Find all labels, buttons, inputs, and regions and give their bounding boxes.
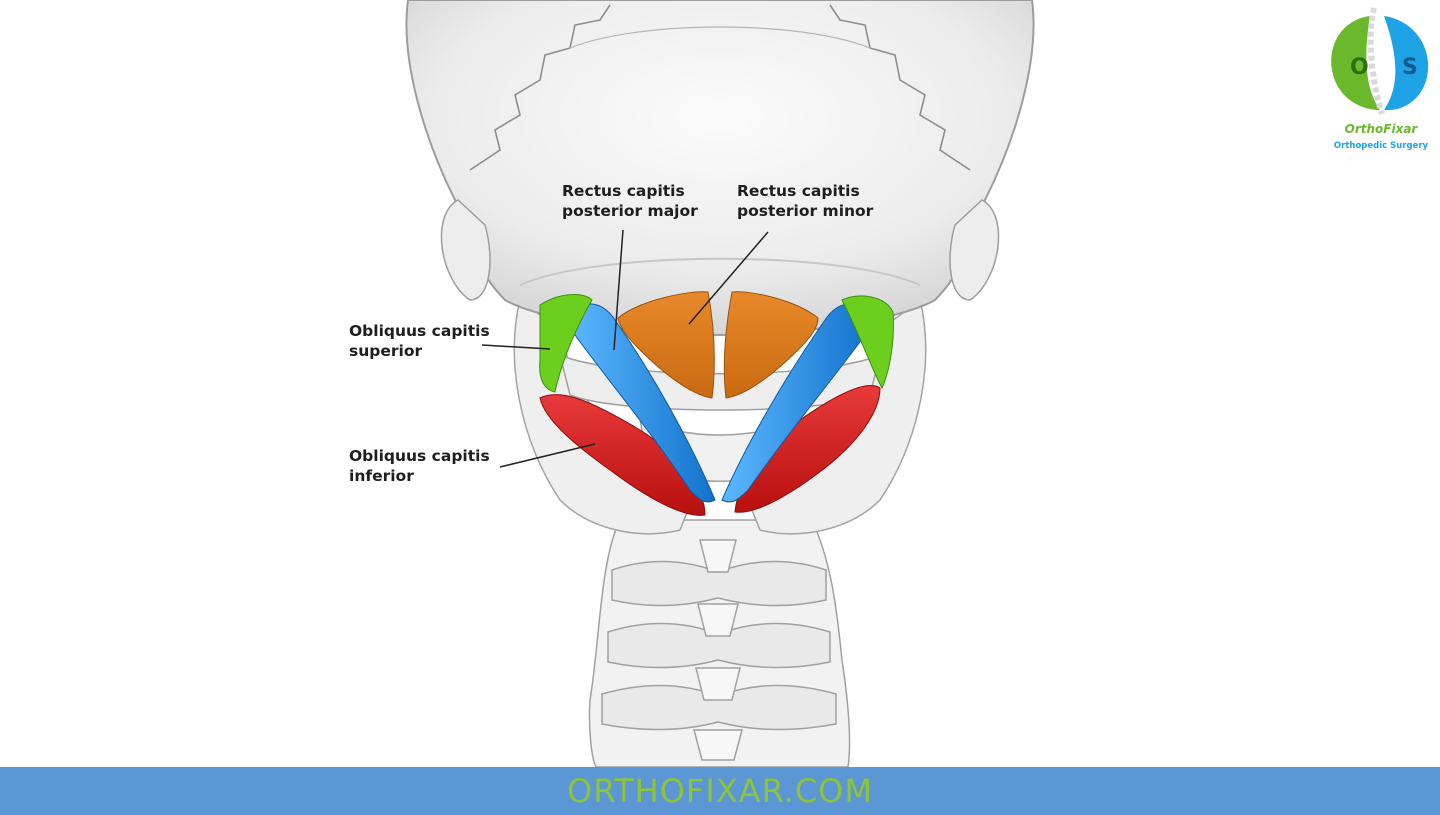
label-line-2: posterior minor <box>737 202 874 220</box>
logo-mark: O S <box>1331 7 1429 115</box>
cervical-spine <box>588 519 851 768</box>
skull <box>405 0 1035 482</box>
rectus-capitis-posterior-minor-muscles <box>617 291 819 399</box>
label-line-1: Obliquus capitis <box>349 322 490 340</box>
footer-website-link[interactable]: ORTHOFIXAR.COM <box>567 772 873 810</box>
logo-right-letter: S <box>1402 55 1418 80</box>
label-obliquus-capitis-inferior: Obliquus capitis inferior <box>349 446 490 486</box>
leader-lines <box>481 229 769 468</box>
logo-left-letter: O <box>1350 55 1369 80</box>
label-line-2: inferior <box>349 467 414 485</box>
leader-line-rcp-major <box>613 229 624 351</box>
orthofixar-logo: O S OrthoFixar Orthopedic Surgery <box>1322 4 1440 160</box>
footer-banner: ORTHOFIXAR.COM <box>0 767 1440 815</box>
label-line-1: Rectus capitis <box>737 182 860 200</box>
obliquus-capitis-superior-muscles <box>539 294 894 393</box>
logo-subtitle: Orthopedic Surgery <box>1333 141 1429 151</box>
label-line-2: superior <box>349 342 423 360</box>
label-rectus-capitis-posterior-minor: Rectus capitis posterior minor <box>737 181 873 221</box>
leader-line-rcp-minor <box>688 231 769 325</box>
leader-line-oc-inferior <box>499 443 596 468</box>
label-line-1: Rectus capitis <box>562 182 685 200</box>
leader-line-oc-superior <box>481 344 551 350</box>
label-line-2: posterior major <box>562 202 698 220</box>
logo-name: OrthoFixar <box>1344 122 1418 136</box>
label-obliquus-capitis-superior: Obliquus capitis superior <box>349 321 490 361</box>
label-rectus-capitis-posterior-major: Rectus capitis posterior major <box>562 181 698 221</box>
label-line-1: Obliquus capitis <box>349 447 490 465</box>
